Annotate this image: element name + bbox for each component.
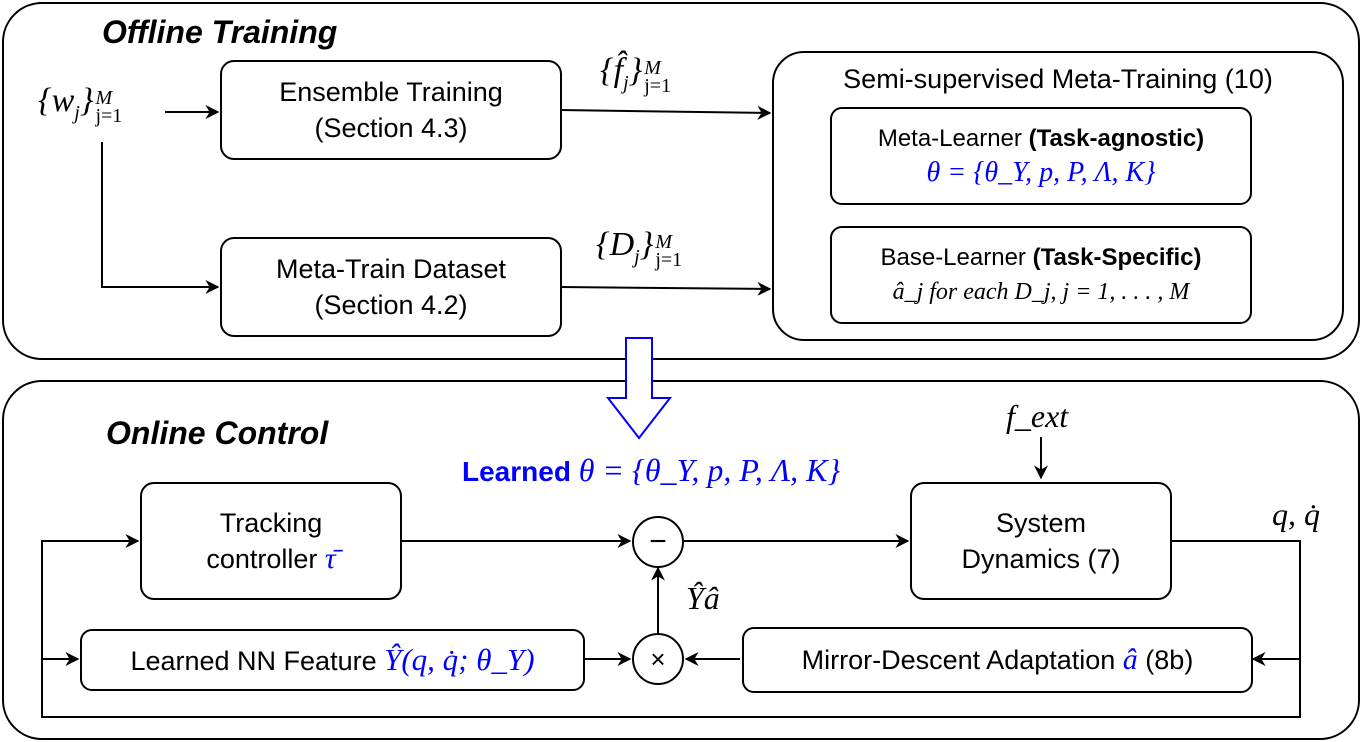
f-ext-label: f_ext — [1006, 398, 1069, 434]
mirror-descent-box: Mirror-Descent Adaptation â (8b) — [742, 627, 1253, 693]
meta-learner-formula: θ = {θ_Y, p, P, Λ, K} — [926, 157, 1156, 188]
y-a-label: Ŷâ — [686, 580, 720, 616]
base-learner-formula: â_j for each D_j, j = 1, . . . , M — [892, 279, 1190, 305]
learned-prefix: Learned — [462, 456, 579, 487]
q-qdot-label: q, q̇ — [1272, 496, 1320, 532]
ensemble-training-title: Ensemble Training — [279, 77, 503, 107]
base-learner-name: Base-Learner — [880, 244, 1033, 271]
base-learner-box: Base-Learner (Task-Specific) â_j for eac… — [830, 226, 1252, 324]
system-dynamics-eq: Dynamics (7) — [961, 544, 1121, 574]
tracking-controller-title: Tracking — [219, 508, 323, 538]
base-learner-tag: (Task-Specific) — [1032, 244, 1202, 271]
nn-feature-box: Learned NN Feature Ŷ(q, q̇; θ_Y) — [80, 629, 585, 691]
times-junction: × — [632, 633, 684, 685]
meta-training-title: Semi-supervised Meta-Training (10) — [843, 64, 1273, 94]
mirror-descent-content: Mirror-Descent Adaptation â (8b) — [802, 642, 1194, 678]
system-dynamics-box: System Dynamics (7) — [910, 482, 1172, 600]
meta-learner-box: Meta-Learner (Task-agnostic) θ = {θ_Y, p… — [830, 107, 1252, 205]
mirror-descent-text: Mirror-Descent Adaptation — [801, 645, 1123, 675]
nn-feature-content: Learned NN Feature Ŷ(q, q̇; θ_Y) — [130, 642, 534, 679]
learned-theta-label: Learned θ = {θ_Y, p, P, Λ, K} — [462, 452, 840, 489]
nn-feature-formula: Ŷ(q, q̇; θ_Y) — [384, 641, 535, 677]
minus-junction: − — [632, 516, 684, 568]
base-learner-heading: Base-Learner (Task-Specific) — [880, 241, 1201, 275]
offline-training-title: Offline Training — [102, 14, 338, 50]
meta-learner-name: Meta-Learner — [877, 125, 1029, 152]
learned-formula: θ = {θ_Y, p, P, Λ, K} — [578, 452, 841, 488]
meta-train-dataset-box: Meta-Train Dataset (Section 4.2) — [220, 237, 562, 337]
nn-feature-text: Learned NN Feature — [130, 645, 385, 676]
a-hat-symbol: â — [1122, 643, 1138, 676]
tau-bar-symbol: τ̄ — [324, 542, 336, 575]
arrow-feedback-loop — [41, 534, 1301, 718]
mirror-descent-eq: (8b) — [1137, 645, 1194, 675]
ensemble-training-section: (Section 4.3) — [314, 113, 468, 143]
meta-train-dataset-section: (Section 4.2) — [314, 290, 468, 320]
system-dynamics-title: System — [995, 508, 1087, 538]
meta-learner-tag: (Task-agnostic) — [1028, 125, 1205, 152]
tracking-controller-box: Tracking controller τ̄ — [140, 482, 402, 600]
ensemble-training-box: Ensemble Training (Section 4.3) — [220, 60, 562, 160]
transfer-arrow-icon — [605, 337, 673, 440]
tracking-controller-line2: controller τ̄ — [206, 542, 336, 575]
online-control-title: Online Control — [106, 415, 329, 451]
arrow-w-to-dataset — [101, 142, 220, 294]
arrow-ensemble-to-meta — [559, 105, 772, 120]
meta-learner-heading: Meta-Learner (Task-agnostic) — [878, 122, 1204, 156]
meta-train-dataset-title: Meta-Train Dataset — [275, 254, 507, 284]
arrow-dataset-to-meta — [559, 281, 772, 296]
